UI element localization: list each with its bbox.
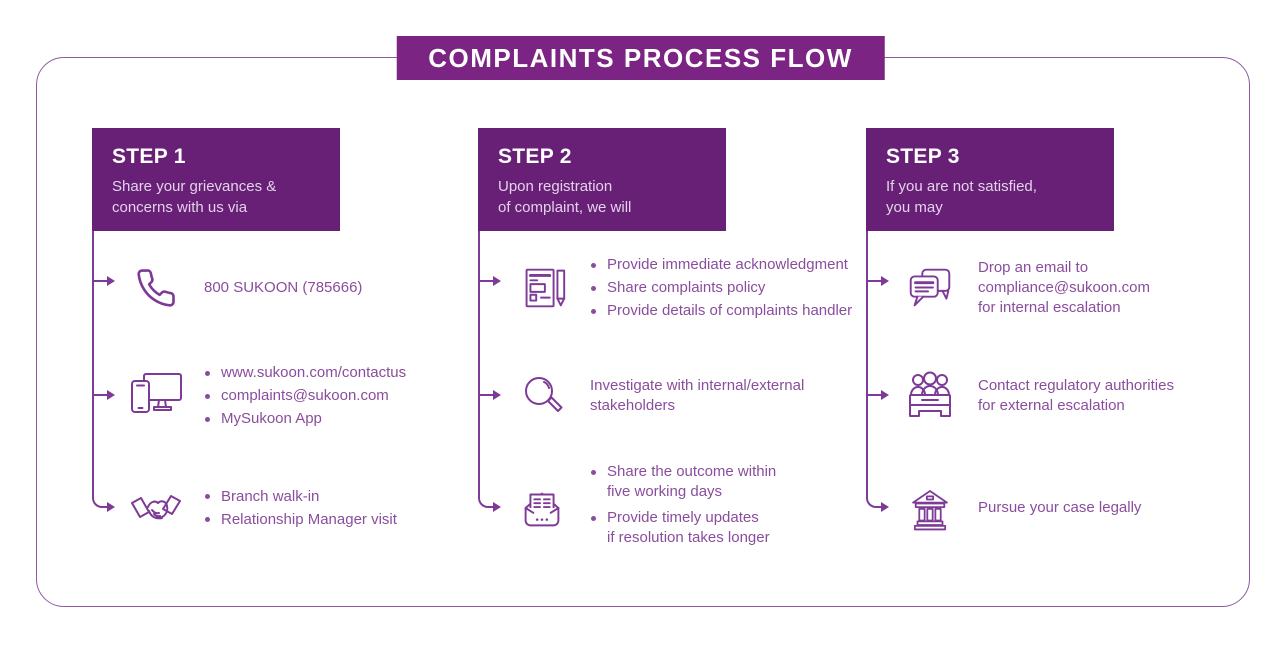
step-3-arrow-1 bbox=[868, 275, 889, 286]
step-3-item-email: Drop an email to compliance@sukoon.com f… bbox=[898, 258, 1150, 318]
step-1-description: Share your grievances & concerns with us… bbox=[112, 178, 277, 216]
acknowledgment-list: Provide immediate acknowledgment Share c… bbox=[590, 255, 852, 321]
step-3-label: STEP 3 bbox=[886, 145, 960, 168]
step-1-arrow-2 bbox=[94, 389, 115, 400]
legal-text: Pursue your case legally bbox=[978, 499, 1142, 516]
step-2-description: Upon registration of complaint, we will bbox=[498, 178, 632, 216]
chat-bubbles-icon bbox=[898, 262, 962, 314]
step-3-item-regulatory: Contact regulatory authorities for exter… bbox=[898, 369, 1174, 423]
step-2-connector-line bbox=[478, 231, 493, 508]
step-3-item-legal: Pursue your case legally bbox=[898, 482, 1141, 534]
step-3-box: STEP 3 If you are not satisfied, you may bbox=[866, 128, 1114, 231]
list-item: MySukoon App bbox=[204, 409, 406, 429]
bank-icon bbox=[898, 482, 962, 534]
step-3-column: STEP 3 If you are not satisfied, you may… bbox=[866, 128, 1248, 598]
document-pen-icon bbox=[510, 262, 574, 314]
list-item: Provide timely updates if resolution tak… bbox=[590, 508, 776, 548]
list-item: www.sukoon.com/contactus bbox=[204, 363, 406, 383]
list-item: Share complaints policy bbox=[590, 278, 852, 298]
step-1-item-digital: www.sukoon.com/contactus complaints@suko… bbox=[124, 363, 406, 429]
phone-icon bbox=[124, 267, 188, 309]
email-escalation-text: Drop an email to compliance@sukoon.com f… bbox=[978, 259, 1150, 316]
envelope-icon bbox=[510, 481, 574, 535]
step-2-arrow-3 bbox=[493, 502, 501, 512]
page-title: COMPLAINTS PROCESS FLOW bbox=[396, 36, 885, 80]
digital-channels-list: www.sukoon.com/contactus complaints@suko… bbox=[204, 363, 406, 429]
step-1-column: STEP 1 Share your grievances & concerns … bbox=[92, 128, 474, 598]
step-1-item-phone: 800 SUKOON (785666) bbox=[124, 267, 362, 309]
list-item: Provide immediate acknowledgment bbox=[590, 255, 852, 275]
step-1-arrow-3 bbox=[107, 502, 115, 512]
step-2-item-outcome: Share the outcome within five working da… bbox=[510, 462, 776, 554]
step-3-arrow-3 bbox=[881, 502, 889, 512]
devices-icon bbox=[124, 370, 188, 422]
step-1-box: STEP 1 Share your grievances & concerns … bbox=[92, 128, 340, 231]
list-item: complaints@sukoon.com bbox=[204, 386, 406, 406]
list-item: Provide details of complaints handler bbox=[590, 301, 852, 321]
step-1-item-inperson: Branch walk-in Relationship Manager visi… bbox=[124, 484, 397, 532]
step-2-column: STEP 2 Upon registration of complaint, w… bbox=[478, 128, 860, 598]
step-3-arrow-2 bbox=[868, 389, 889, 400]
step-2-label: STEP 2 bbox=[498, 145, 572, 168]
outcome-list: Share the outcome within five working da… bbox=[590, 462, 776, 554]
step-2-item-investigate: Investigate with internal/external stake… bbox=[510, 371, 804, 421]
handshake-icon bbox=[124, 484, 188, 532]
list-item: Share the outcome within five working da… bbox=[590, 462, 776, 502]
step-2-box: STEP 2 Upon registration of complaint, w… bbox=[478, 128, 726, 231]
step-2-arrow-2 bbox=[480, 389, 501, 400]
investigate-text: Investigate with internal/external stake… bbox=[590, 377, 805, 414]
phone-number-text: 800 SUKOON (785666) bbox=[204, 279, 363, 296]
inperson-channels-list: Branch walk-in Relationship Manager visi… bbox=[204, 487, 397, 530]
step-3-description: If you are not satisfied, you may bbox=[886, 178, 1037, 216]
step-1-arrow-1 bbox=[94, 275, 115, 286]
list-item: Relationship Manager visit bbox=[204, 510, 397, 530]
step-1-label: STEP 1 bbox=[112, 145, 186, 168]
people-desk-icon bbox=[898, 369, 962, 423]
step-3-connector-line bbox=[866, 231, 881, 508]
step-2-item-acknowledge: Provide immediate acknowledgment Share c… bbox=[510, 255, 852, 321]
magnifier-icon bbox=[510, 371, 574, 421]
list-item: Branch walk-in bbox=[204, 487, 397, 507]
regulatory-escalation-text: Contact regulatory authorities for exter… bbox=[978, 377, 1174, 414]
step-2-arrow-1 bbox=[480, 275, 501, 286]
step-1-connector-line bbox=[92, 231, 107, 508]
